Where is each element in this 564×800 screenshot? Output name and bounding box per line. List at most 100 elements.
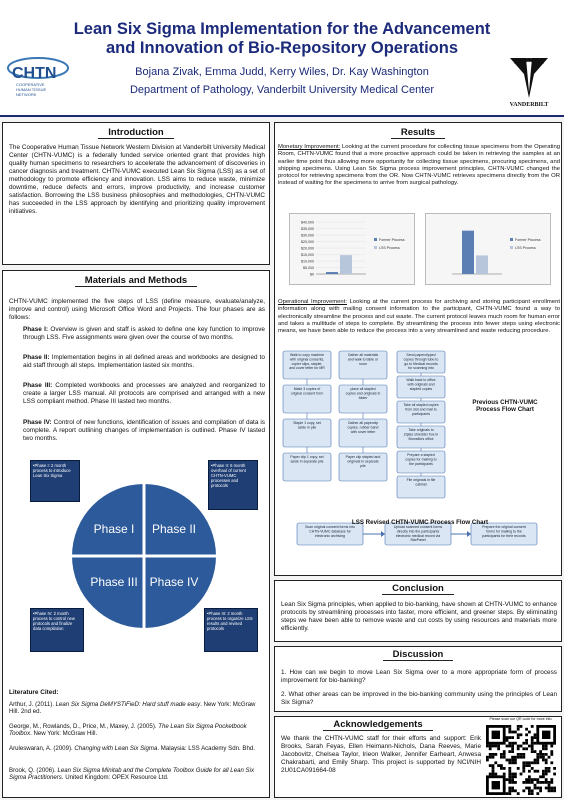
qr-module bbox=[491, 744, 495, 748]
qr-module bbox=[550, 753, 554, 756]
qr-module bbox=[533, 778, 537, 781]
qr-module bbox=[536, 786, 540, 790]
qr-module bbox=[505, 739, 509, 742]
svg-text:VANDERBILT: VANDERBILT bbox=[510, 102, 549, 108]
phase-4-text: Phase IV: Control of new functions, iden… bbox=[23, 419, 265, 442]
qr-module bbox=[519, 744, 523, 748]
qr-module bbox=[514, 775, 517, 779]
acknowledgements-text: We thank the CHTN-VUMC staff for their e… bbox=[281, 735, 481, 774]
revised-flow-title: LSS Revised CHTN-VUMC Process Flow Chart bbox=[351, 519, 489, 526]
qr-module bbox=[533, 733, 537, 737]
qr-module bbox=[491, 764, 495, 767]
qr-module bbox=[530, 792, 534, 795]
qr-module bbox=[488, 753, 492, 756]
qr-module bbox=[547, 767, 551, 770]
qr-module bbox=[539, 750, 542, 753]
qr-module bbox=[542, 758, 545, 762]
qr-code[interactable] bbox=[486, 724, 556, 796]
qr-module bbox=[508, 750, 512, 753]
qr-module bbox=[494, 753, 498, 756]
qr-module bbox=[516, 753, 520, 756]
flow-step-text: File originals in file bbox=[407, 478, 436, 482]
flow-step-text: participants bbox=[412, 412, 430, 416]
qr-module bbox=[516, 727, 520, 731]
qr-module bbox=[528, 730, 531, 734]
qr-module bbox=[530, 750, 534, 753]
flow-step-text: forms for mailing to the bbox=[486, 529, 522, 533]
title-line-2: and Innovation of Bio-Repository Operati… bbox=[105, 39, 458, 57]
y-tick-label: $25,000 bbox=[301, 240, 314, 244]
flow-arrowhead bbox=[381, 531, 385, 537]
introduction-text: The Cooperative Human Tissue Network Wes… bbox=[9, 144, 265, 215]
qr-module bbox=[533, 758, 537, 762]
previous-flow-step bbox=[338, 452, 388, 482]
qr-module bbox=[544, 769, 548, 773]
qr-module bbox=[525, 778, 528, 781]
qr-module bbox=[491, 755, 495, 759]
y-tick-label: $0 bbox=[310, 273, 314, 277]
qr-finder-core bbox=[491, 781, 500, 790]
flow-step-text: for scanning into bbox=[408, 366, 434, 370]
qr-module bbox=[500, 764, 503, 767]
discussion-question-1: 1. How can we begin to move Lean Six Sig… bbox=[281, 669, 557, 684]
bar-former-process bbox=[326, 272, 338, 274]
flow-step-text: place all stapled bbox=[350, 387, 375, 391]
qr-module bbox=[508, 772, 512, 776]
qr-module bbox=[533, 741, 537, 745]
reference-2: George, M., Rowlands, D., Price, M., Max… bbox=[9, 723, 247, 738]
conclusion-text: Lean Six Sigma principles, when applied … bbox=[281, 601, 557, 632]
qr-module bbox=[488, 744, 492, 748]
qr-module bbox=[525, 727, 528, 731]
qr-module bbox=[528, 744, 531, 748]
legend-swatch bbox=[510, 238, 513, 241]
qr-module bbox=[528, 775, 531, 779]
qr-module bbox=[530, 747, 534, 751]
svg-text:HUMAN TISSUE: HUMAN TISSUE bbox=[16, 87, 46, 92]
qr-module bbox=[505, 736, 509, 739]
qr-module bbox=[488, 747, 492, 751]
flow-step-text: originals in separate bbox=[347, 459, 378, 463]
wheel-phase-2: Phase II bbox=[152, 522, 196, 536]
qr-module bbox=[508, 736, 512, 739]
qr-module bbox=[522, 764, 526, 767]
y-tick-label: $5,000 bbox=[303, 266, 314, 270]
qr-module bbox=[550, 781, 554, 784]
qr-module bbox=[505, 778, 509, 781]
qr-module bbox=[533, 750, 537, 753]
qr-module bbox=[502, 755, 506, 759]
legend-swatch bbox=[374, 246, 377, 249]
acknowledgements-title: Acknowledgements bbox=[323, 719, 433, 731]
qr-module bbox=[494, 761, 498, 765]
qr-module bbox=[502, 750, 506, 753]
qr-module bbox=[508, 781, 512, 784]
flow-arrowhead bbox=[467, 531, 471, 537]
qr-module bbox=[550, 786, 554, 790]
results-title: Results bbox=[390, 127, 446, 139]
discussion-panel: Discussion 1. How can we begin to move L… bbox=[274, 646, 562, 712]
qr-module bbox=[494, 772, 498, 776]
svg-text:COOPERATIVE: COOPERATIVE bbox=[16, 82, 45, 87]
qr-module bbox=[544, 786, 548, 790]
qr-module bbox=[511, 744, 514, 748]
qr-module bbox=[522, 781, 526, 784]
qr-module bbox=[539, 755, 542, 759]
qr-module bbox=[542, 753, 545, 756]
qr-module bbox=[502, 772, 506, 776]
legend-label: LSS Process bbox=[379, 246, 400, 250]
literature-cited-title: Literature Cited: bbox=[9, 689, 59, 696]
qr-module bbox=[522, 789, 526, 793]
qr-module bbox=[508, 725, 512, 728]
qr-module bbox=[514, 755, 517, 759]
qr-module bbox=[511, 778, 514, 781]
qr-module bbox=[516, 747, 520, 751]
qr-module bbox=[500, 755, 503, 759]
qr-module bbox=[550, 778, 554, 781]
qr-module bbox=[550, 789, 554, 793]
qr-module bbox=[514, 730, 517, 734]
wheel-box-phase-1: •Phase I: 2 month process to introduce L… bbox=[30, 460, 80, 502]
qr-module bbox=[486, 744, 489, 748]
qr-module bbox=[497, 747, 500, 751]
legend-label: Former Process bbox=[515, 238, 541, 242]
qr-module bbox=[516, 755, 520, 759]
flow-step-text: Prepare a stapled bbox=[407, 453, 435, 457]
